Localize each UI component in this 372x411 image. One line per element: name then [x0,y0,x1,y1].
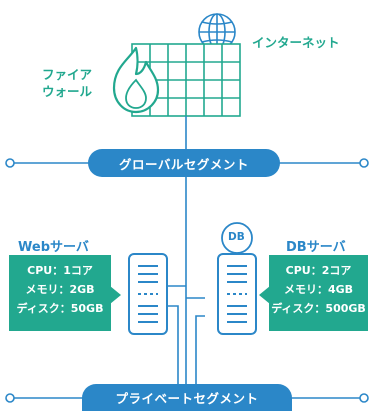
db-spec-pointer [259,286,270,304]
firewall-label-line1: ファイア [42,67,93,82]
web-server-icon [128,253,168,335]
firewall-label-line2: ウォール [42,84,93,99]
web-spec-memory: メモリ：2GB [25,283,95,296]
web-spec-disk: ディスク：50GB [16,302,104,315]
web-server-title: Webサーバ [18,240,89,255]
web-server-specs: CPU：1コア メモリ：2GB ディスク：50GB [9,255,111,331]
db-badge: DB [228,231,245,243]
db-spec-disk: ディスク：500GB [271,302,366,315]
db-spec-cpu: CPU：2コア [285,264,352,277]
db-server-icon [217,253,257,335]
db-spec-memory: メモリ：4GB [283,283,354,296]
web-spec-cpu: CPU：1コア [27,264,93,277]
web-spec-pointer [110,286,121,304]
internet-label: インターネット [252,35,340,50]
global-segment-label: グローバルセグメント [88,149,280,177]
db-server-specs: CPU：2コア メモリ：4GB ディスク：500GB [269,255,368,331]
firewall-flame-icon [112,46,160,114]
db-server-title: DBサーバ [286,240,346,255]
private-segment-label: プライベートセグメント [82,384,292,411]
firewall-wall-icon [131,43,241,117]
